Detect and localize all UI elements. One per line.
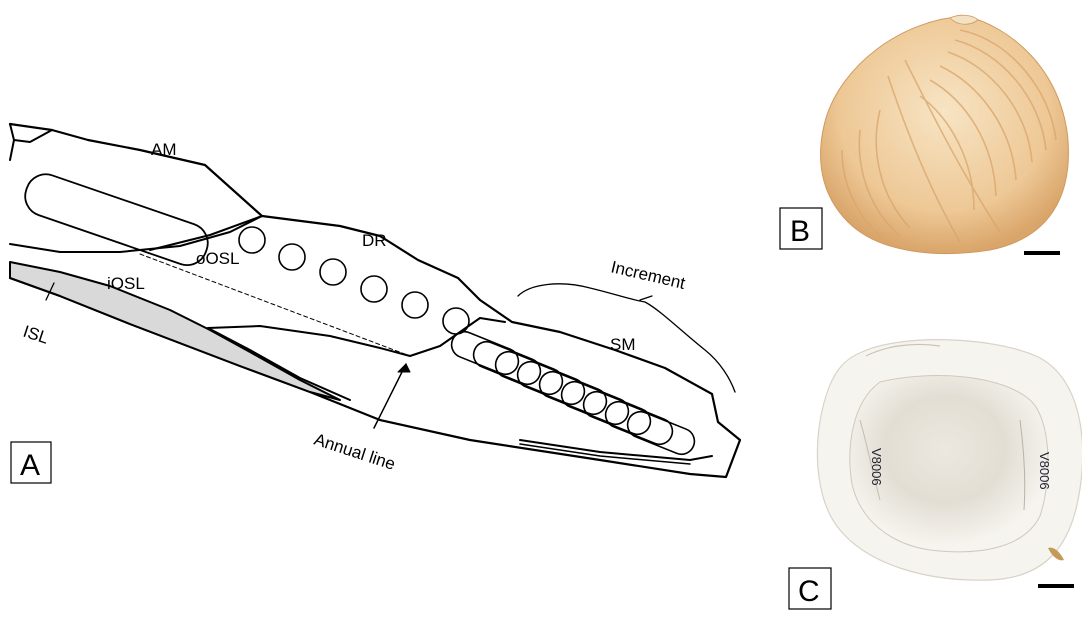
scale-bar-b	[1024, 251, 1060, 255]
oosl-circle	[279, 244, 305, 270]
label-oosl: oOSL	[196, 249, 239, 268]
am-boundary	[10, 216, 262, 252]
sm-increments	[448, 328, 699, 458]
specimen-label-left: V8006	[869, 448, 884, 486]
label-iosl: iOSL	[107, 274, 145, 293]
panel-a-label: A	[20, 449, 40, 482]
oosl-circle	[443, 308, 469, 334]
panel-b-label: B	[790, 215, 810, 248]
annual-line-arrow-shaft	[374, 364, 406, 428]
am-top-ridge	[14, 130, 52, 142]
am-left-edge	[10, 124, 14, 160]
oosl-circle	[402, 292, 428, 318]
annual-line-arrowhead	[398, 364, 410, 372]
cross-section-diagram	[10, 124, 740, 477]
shell-exterior-image	[821, 15, 1069, 253]
specimen-label-right: V8006	[1037, 452, 1052, 490]
label-annual-line: Annual line	[312, 430, 398, 474]
oosl-circle	[239, 227, 265, 253]
oosl-circle	[361, 276, 387, 302]
scale-bar-c	[1038, 584, 1074, 588]
label-dr: DR	[362, 231, 387, 250]
label-increment: Increment	[609, 257, 687, 293]
label-am: AM	[151, 140, 177, 159]
oosl-circle	[320, 259, 346, 285]
iosl-lower	[208, 328, 350, 400]
am-muscle-scar	[20, 169, 213, 271]
label-isl: ISL	[21, 322, 51, 348]
iosl-upper	[150, 216, 262, 250]
label-sm: SM	[610, 335, 636, 354]
panel-c-label: C	[798, 575, 820, 608]
increment-brace-tip	[640, 296, 652, 300]
